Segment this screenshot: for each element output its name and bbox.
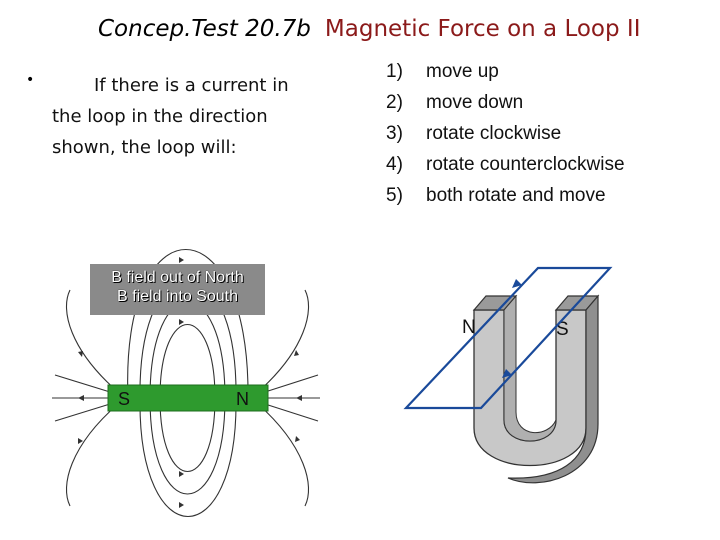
horseshoe-south-label: S: [556, 319, 569, 340]
field-direction-note: B field out of North B field into South: [90, 264, 265, 315]
horseshoe-magnet: [472, 294, 600, 484]
title-number: Concep.Test 20.7b: [98, 16, 311, 42]
bar-magnet: [107, 384, 269, 412]
option-3[interactable]: 3)rotate clockwise: [386, 123, 562, 144]
option-4[interactable]: 4)rotate counterclockwise: [386, 154, 625, 175]
horseshoe-north-label: N: [462, 317, 476, 338]
answer-options: 1)move up 2)move down 3)rotate clockwise…: [386, 56, 625, 211]
bullet-marker: •: [26, 72, 35, 88]
option-1[interactable]: 1)move up: [386, 61, 499, 82]
option-5[interactable]: 5)both rotate and move: [386, 185, 606, 206]
slide-title: Concep.Test 20.7b Magnetic Force on a Loo…: [98, 16, 640, 42]
field-note-line2: B field into South: [117, 288, 238, 305]
field-note-line1: B field out of North: [111, 269, 244, 286]
bar-magnet-south-label: S: [118, 389, 130, 409]
question-text: If there is a current in the loop in the…: [52, 75, 289, 158]
title-subject: Magnetic Force on a Loop II: [324, 16, 641, 42]
current-loop: [403, 266, 613, 410]
current-arrows: [502, 279, 522, 378]
option-2[interactable]: 2)move down: [386, 92, 524, 113]
bar-magnet-north-label: N: [236, 389, 249, 409]
